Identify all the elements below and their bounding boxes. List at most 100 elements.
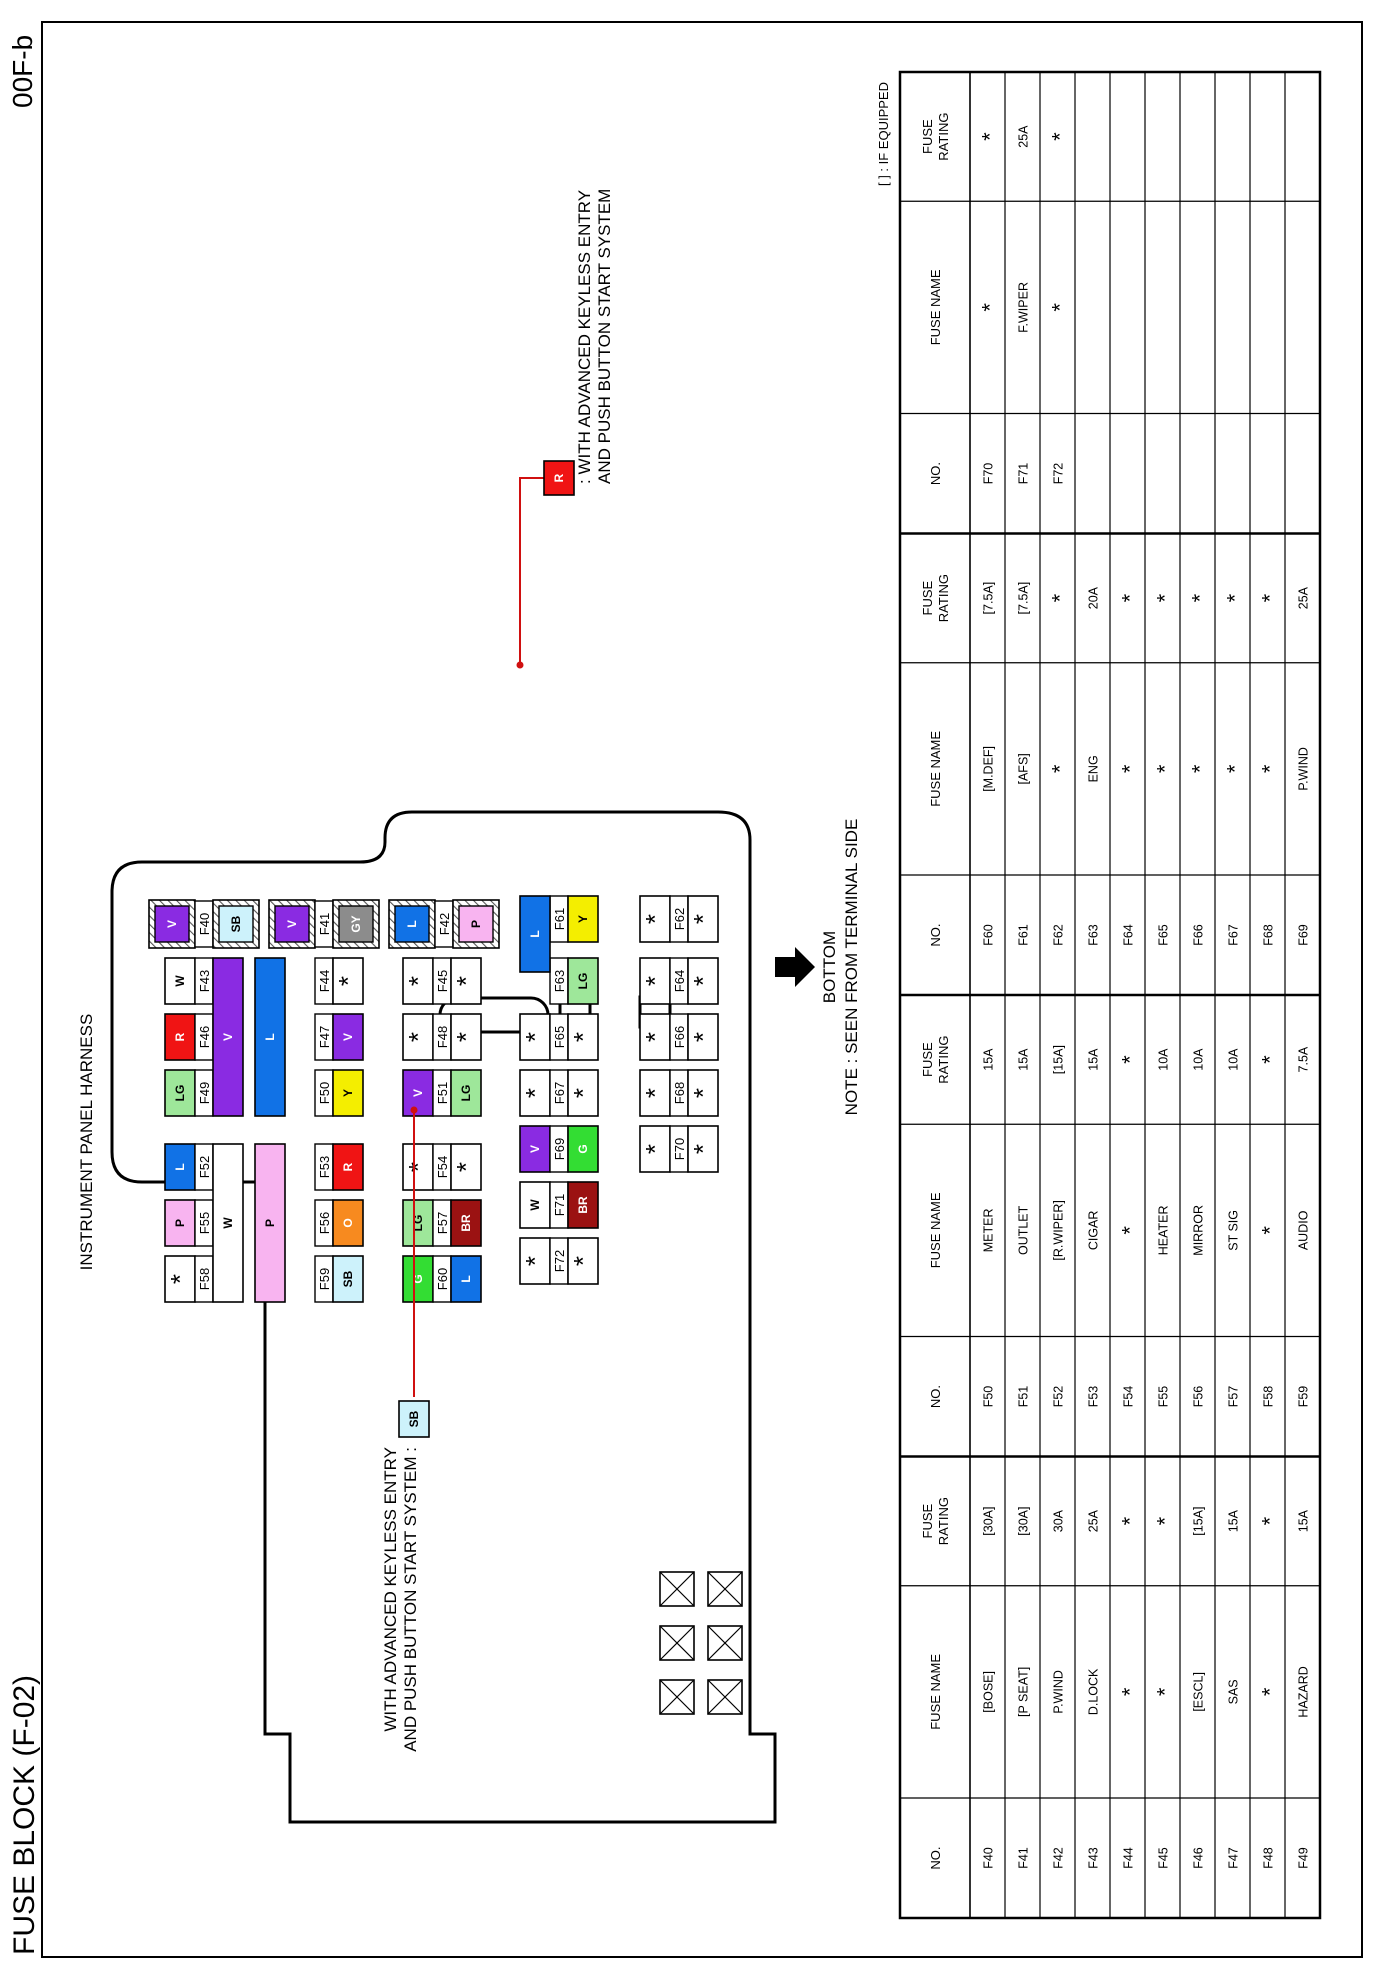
wire-code-empty: * — [688, 1144, 718, 1154]
cell-no: F71 — [1017, 463, 1031, 485]
svg-text:F56: F56 — [317, 1212, 332, 1234]
wire-terminal: * — [639, 895, 671, 943]
table-row: F66** — [1188, 593, 1213, 945]
wire-code-empty: * — [403, 1032, 433, 1042]
wire-terminal: LG — [450, 1069, 482, 1117]
wire-terminal: * — [639, 1125, 671, 1173]
table-legend: [ ] : IF EQUIPPED — [876, 82, 891, 186]
cell-rating: * — [1223, 593, 1248, 602]
fuse-number-f51: F51 — [432, 1069, 452, 1117]
svg-text:F47: F47 — [317, 1026, 332, 1048]
fuse-socket-hatched: P — [452, 899, 500, 949]
wire-terminal: * — [687, 1125, 719, 1173]
svg-text:F61: F61 — [552, 908, 567, 930]
fuse-number-f64: F64 — [669, 957, 689, 1005]
cell-no: F53 — [1087, 1386, 1101, 1408]
cell-fuse-name: P.WIND — [1297, 747, 1311, 791]
wire-code: V — [528, 1145, 542, 1153]
fuse-socket-hatched: V — [268, 899, 316, 949]
wire-terminal: * — [687, 957, 719, 1005]
svg-text:F46: F46 — [197, 1026, 212, 1048]
cell-no: F43 — [1087, 1847, 1101, 1869]
wire-bar-w: W — [212, 1143, 244, 1303]
cell-rating: 25A — [1087, 1509, 1101, 1532]
callout-right-line1: : WITH ADVANCED KEYLESS ENTRY — [575, 190, 594, 484]
wire-code: P — [263, 1219, 277, 1227]
cell-rating: 10A — [1227, 1048, 1241, 1071]
cell-no: F59 — [1297, 1386, 1311, 1408]
wire-code-empty: * — [568, 1088, 598, 1098]
wire-terminal: V — [402, 1069, 434, 1117]
cell-rating: 15A — [1227, 1509, 1241, 1532]
wire-terminal: LG — [567, 957, 599, 1005]
cell-no: F49 — [1297, 1847, 1311, 1869]
wire-terminal: V — [519, 1125, 551, 1173]
table-row: F52[R.WIPER][15A] — [1052, 1045, 1066, 1407]
fuse-number-f52: F52 — [194, 1143, 214, 1191]
fuse-socket-hatched: L — [388, 899, 436, 949]
cell-fuse-name: ST SIG — [1227, 1210, 1241, 1251]
cell-rating: [7.5A] — [1017, 582, 1031, 615]
fuse-number-f67: F67 — [549, 1069, 569, 1117]
table-row: F46[ESCL][15A] — [1192, 1507, 1206, 1869]
cell-fuse-name: * — [1048, 303, 1073, 312]
wire-code-empty: * — [520, 1032, 550, 1042]
wire-terminal: * — [450, 1013, 482, 1061]
fuse-number-f70: F70 — [669, 1125, 689, 1173]
cell-fuse-name: CIGAR — [1087, 1211, 1101, 1251]
cell-rating: 10A — [1157, 1048, 1171, 1071]
callout-wire-r: R — [543, 460, 575, 496]
wire-bar-l: L — [254, 957, 286, 1117]
fuse-number-f49: F49 — [194, 1069, 214, 1117]
wire-code-empty: * — [520, 1088, 550, 1098]
cell-fuse-name: [M.DEF] — [982, 746, 996, 792]
page-title: FUSE BLOCK (F-02) — [8, 1675, 41, 1955]
fuse-number-f66: F66 — [669, 1013, 689, 1061]
cell-fuse-name: * — [1188, 764, 1213, 773]
wire-terminal: G — [567, 1125, 599, 1173]
cell-no: F52 — [1052, 1386, 1066, 1408]
wire-terminal: * — [519, 1013, 551, 1061]
cell-rating: 10A — [1192, 1048, 1206, 1071]
fuse-number-f63: F63 — [549, 957, 569, 1005]
wire-code: V — [165, 920, 179, 928]
cell-fuse-name: HEATER — [1157, 1205, 1171, 1255]
table-header-rating: RATING — [936, 113, 951, 161]
wire-code: V — [411, 1089, 425, 1097]
callout-wire-sb: SB — [398, 1400, 430, 1438]
cell-rating: 15A — [1017, 1048, 1031, 1071]
bottom-label: BOTTOM — [820, 931, 839, 1003]
cell-no: F69 — [1297, 924, 1311, 946]
cell-fuse-name: AUDIO — [1297, 1210, 1311, 1250]
wire-code-empty: * — [640, 1032, 670, 1042]
table-row: F41[P SEAT][30A] — [1017, 1507, 1031, 1869]
cell-fuse-name: [ESCL] — [1192, 1672, 1206, 1712]
cell-no: F48 — [1262, 1847, 1276, 1869]
wire-code-empty: * — [451, 1032, 481, 1042]
cell-fuse-name: F.WIPER — [1017, 282, 1031, 333]
svg-text:F50: F50 — [317, 1082, 332, 1104]
wire-code-empty: * — [451, 1162, 481, 1172]
fuse-socket-hatched: SB — [212, 899, 260, 949]
svg-text:F63: F63 — [552, 970, 567, 992]
cell-no: F42 — [1052, 1847, 1066, 1869]
wire-terminal: SB — [332, 1255, 364, 1303]
svg-text:F72: F72 — [552, 1250, 567, 1272]
svg-text:F51: F51 — [435, 1082, 450, 1104]
cell-rating: * — [1153, 1516, 1178, 1525]
wire-terminal: W — [519, 1181, 551, 1229]
table-row: F60[M.DEF][7.5A] — [982, 582, 996, 946]
fuse-socket-hatched: GY — [332, 899, 380, 949]
fuse-number-f43: F43 — [194, 957, 214, 1005]
cell-no: F61 — [1017, 924, 1031, 946]
wire-code-empty: * — [640, 1088, 670, 1098]
svg-text:F42: F42 — [437, 913, 452, 935]
wire-terminal: * — [402, 1013, 434, 1061]
wire-bar-l2: L — [519, 895, 551, 973]
fuse-number-f50: F50 — [314, 1069, 334, 1117]
